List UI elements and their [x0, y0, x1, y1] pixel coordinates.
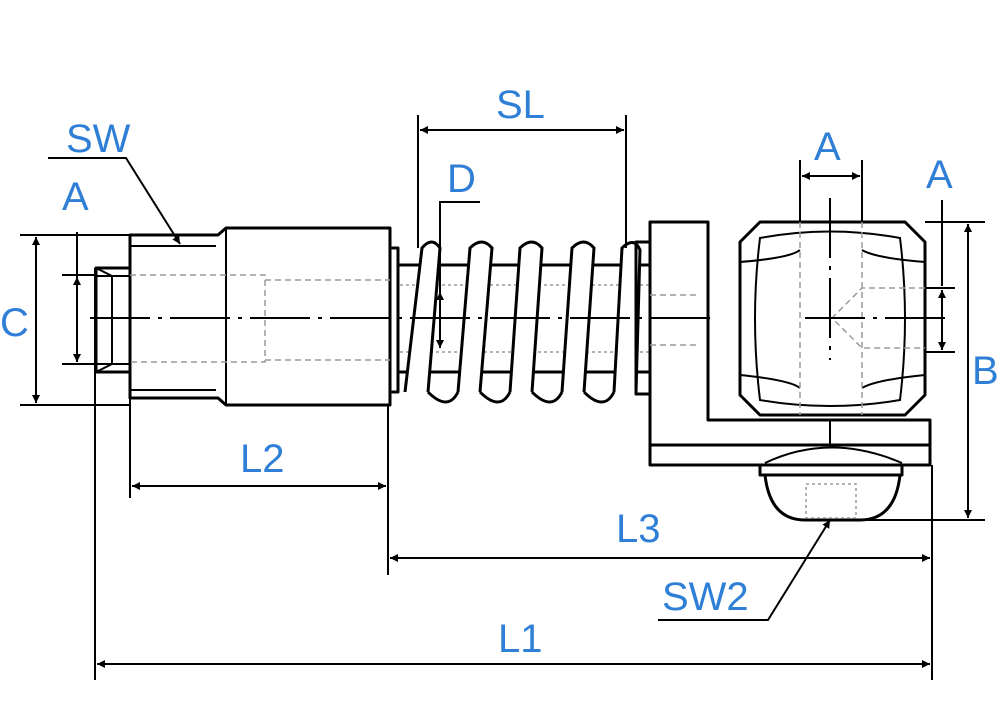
label-sw: SW	[66, 117, 131, 161]
label-sl: SL	[496, 83, 545, 127]
label-l1: L1	[498, 617, 543, 661]
label-c: C	[0, 301, 29, 345]
label-b: B	[972, 349, 999, 393]
label-l3: L3	[616, 507, 661, 551]
label-a-top: A	[814, 125, 841, 169]
extension-lines	[20, 115, 985, 680]
dimension-lines	[32, 126, 972, 668]
dimension-labels: SW A C L2 SL D A A B L3 SW2 L1	[0, 83, 999, 661]
label-l2: L2	[240, 437, 285, 481]
cap-nut	[758, 446, 904, 522]
label-sw2: SW2	[662, 575, 749, 619]
label-a-left: A	[62, 175, 89, 219]
hex-nut	[738, 220, 927, 417]
bolt-body	[94, 226, 392, 407]
label-d: D	[447, 157, 476, 201]
center-lines	[90, 198, 950, 360]
label-a-right: A	[926, 153, 953, 197]
spring	[390, 240, 652, 404]
